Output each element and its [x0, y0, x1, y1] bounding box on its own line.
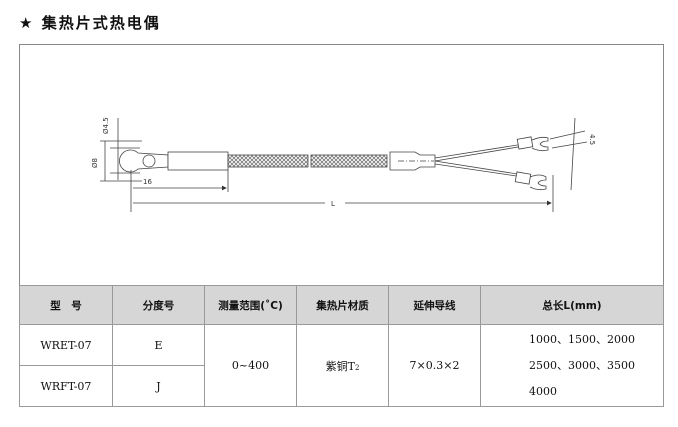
braided-cable: [227, 154, 309, 168]
star-icon: ★: [19, 14, 35, 32]
model-cell: WRFT-07: [19, 365, 113, 407]
header-model: 型 号: [19, 285, 113, 325]
length-line: 1000、1500、2000: [529, 332, 635, 346]
dim-eye-label: Ø8: [91, 158, 99, 168]
length-line: 2500、3000、3500: [529, 358, 635, 372]
material-cell: 紫铜T2: [296, 324, 389, 407]
material-subscript: 2: [354, 363, 360, 372]
table-row: WRFT-07 J: [19, 365, 664, 407]
model-cell: WRET-07: [19, 324, 113, 366]
length-line: 4000: [529, 384, 557, 398]
header-range: 测量范围(˚C): [204, 285, 297, 325]
thermocouple-drawing: Ø4.5 Ø8 16 L 4.5: [91, 117, 596, 212]
dim-hole-label: Ø4.5: [102, 117, 110, 134]
material-text: 紫铜T: [325, 359, 355, 373]
dim-fork-label: 4.5: [588, 134, 596, 145]
graduation-cell: E: [112, 324, 205, 366]
header-graduation: 分度号: [112, 285, 205, 325]
drawing-frame: [19, 44, 664, 286]
section-title: ★ 集热片式热电偶: [19, 12, 161, 33]
header-wire: 延伸导线: [388, 285, 481, 325]
dim-L-label: L: [331, 200, 335, 208]
range-cell: 0~400: [204, 324, 297, 407]
table-row: WRET-07 E 0~400 紫铜T2 7×0.3×2 1000、1500、2…: [19, 324, 664, 407]
ring-lug: [119, 149, 169, 173]
dim-16-label: 16: [143, 178, 152, 186]
header-material: 集热片材质: [296, 285, 389, 325]
header-length: 总长L(mm): [480, 285, 664, 325]
title-text: 集热片式热电偶: [41, 14, 161, 32]
length-cell: 1000、1500、2000 2500、3000、3500 4000: [480, 324, 664, 407]
graduation-cell: J: [112, 365, 205, 407]
sleeve: [167, 151, 229, 171]
wire-cell: 7×0.3×2: [388, 324, 481, 407]
spec-table: 型 号 分度号 测量范围(˚C) 集热片材质 延伸导线 总长L(mm) WRET…: [19, 285, 664, 407]
